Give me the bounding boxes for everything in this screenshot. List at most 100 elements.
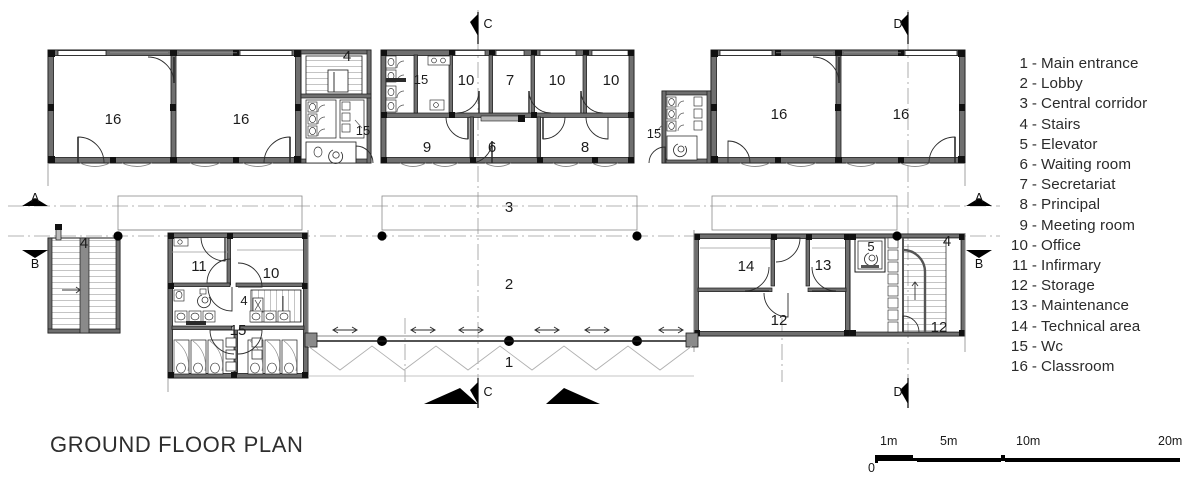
legend-dash-15: - xyxy=(1031,337,1038,355)
room-label-15-lower: 15 xyxy=(230,322,247,339)
legend-item-16: 16 - Classroom xyxy=(1008,357,1198,377)
section-label-d-bottom: D xyxy=(893,385,902,399)
room-label-13: 13 xyxy=(815,257,832,274)
legend-num-8: 8 xyxy=(1019,196,1028,214)
legend-item-1: 1 - Main entrance xyxy=(1008,54,1198,74)
upper-center-block xyxy=(380,49,635,167)
section-marker-b-right: B xyxy=(966,250,992,271)
legend-label-15: Wc xyxy=(1041,337,1064,355)
room-label-1: 1 xyxy=(505,354,513,371)
legend-dash-11: - xyxy=(1031,257,1038,275)
legend-num-5: 5 xyxy=(1019,135,1028,153)
legend-dash-10: - xyxy=(1031,236,1038,254)
legend-label-13: Maintenance xyxy=(1041,297,1130,315)
room-label-16d: 16 xyxy=(893,106,910,123)
legend-label-2: Lobby xyxy=(1041,75,1083,93)
room-label-15-center: 15 xyxy=(414,72,428,87)
lower-left-block xyxy=(167,232,309,392)
legend-dash-16: - xyxy=(1031,358,1038,376)
main-entrance xyxy=(304,326,699,377)
legend-item-2: 2 - Lobby xyxy=(1008,74,1198,94)
legend-label-8: Principal xyxy=(1041,196,1101,214)
upper-right-core xyxy=(648,90,712,164)
room-label-16b: 16 xyxy=(233,111,250,128)
legend-label-5: Elevator xyxy=(1041,135,1098,153)
room-label-4-left: 4 xyxy=(80,235,88,252)
legend-num-6: 6 xyxy=(1019,156,1028,174)
room-label-15-upper-left: 15 xyxy=(356,123,370,138)
legend-num-10: 10 xyxy=(1010,236,1028,254)
legend-label-14: Technical area xyxy=(1041,317,1141,335)
section-marker-a-left: A xyxy=(22,191,48,206)
upper-left-core xyxy=(300,49,374,164)
legend-label-10: Office xyxy=(1041,236,1081,254)
room-label-10-c2: 10 xyxy=(549,72,566,89)
entrance-canopy xyxy=(307,345,693,371)
sliding-door-arrows xyxy=(332,326,684,334)
lower-left-stairs xyxy=(47,224,121,334)
room-label-12-a: 12 xyxy=(771,312,788,329)
room-label-15-upper-right: 15 xyxy=(647,126,661,141)
legend-label-3: Central corridor xyxy=(1041,95,1148,113)
legend-dash-14: - xyxy=(1031,317,1038,335)
section-label-a-right: A xyxy=(975,191,984,205)
legend-item-10: 10 - Office xyxy=(1008,236,1198,256)
legend-num-2: 2 xyxy=(1019,75,1028,93)
section-marker-c-top: C xyxy=(470,12,493,44)
section-marker-c-bottom: C xyxy=(470,378,493,408)
legend-dash-13: - xyxy=(1031,297,1038,315)
structural-columns xyxy=(113,231,902,346)
room-label-16c: 16 xyxy=(771,106,788,123)
room-label-10-c1: 10 xyxy=(458,72,475,89)
room-label-8: 8 xyxy=(581,139,589,156)
section-marker-d-top: D xyxy=(893,12,909,44)
legend-num-14: 14 xyxy=(1010,317,1028,335)
legend-num-1: 1 xyxy=(1019,55,1028,72)
central-corridor xyxy=(117,195,898,231)
lobby-envelope xyxy=(307,230,695,337)
section-label-b-right: B xyxy=(975,257,983,271)
upper-right-wing xyxy=(710,49,966,186)
page-title: GROUND FLOOR PLAN xyxy=(50,432,304,457)
legend-item-9: 9 - Meeting room xyxy=(1008,216,1198,236)
legend-dash-1: - xyxy=(1031,55,1038,72)
legend-item-6: 6 - Waiting room xyxy=(1008,155,1198,175)
legend-num-16: 16 xyxy=(1010,358,1028,376)
lower-right-block xyxy=(693,233,851,352)
legend-item-8: 8 - Principal xyxy=(1008,195,1198,215)
legend-label-4: Stairs xyxy=(1041,115,1081,133)
legend-item-3: 3 - Central corridor xyxy=(1008,94,1198,114)
legend-label-16: Classroom xyxy=(1041,358,1115,376)
legend-label-9: Meeting room xyxy=(1041,216,1136,234)
legend-item-14: 14 - Technical area xyxy=(1008,317,1198,337)
section-label-b-left: B xyxy=(31,257,39,271)
legend-dash-12: - xyxy=(1031,277,1038,295)
room-label-9: 9 xyxy=(423,139,431,156)
room-label-3: 3 xyxy=(505,199,513,216)
legend-dash-9: - xyxy=(1031,216,1038,234)
legend-num-11: 11 xyxy=(1012,257,1028,275)
section-label-c-bottom: C xyxy=(483,385,492,399)
scale-bar xyxy=(875,455,1180,463)
room-label-14: 14 xyxy=(738,258,755,275)
room-label-7: 7 xyxy=(506,72,514,89)
legend-num-3: 3 xyxy=(1019,95,1028,113)
section-marker-b-left: B xyxy=(22,250,48,271)
legend-item-13: 13 - Maintenance xyxy=(1008,296,1198,316)
legend-num-15: 15 xyxy=(1010,337,1028,355)
scale-zero: 0 xyxy=(868,461,875,475)
scale-tick-5m: 5m xyxy=(940,434,958,448)
legend-item-11: 11 - Infirmary xyxy=(1008,256,1198,276)
legend-dash-8: - xyxy=(1031,196,1038,214)
legend-dash-5: - xyxy=(1031,135,1038,153)
room-label-4-upper: 4 xyxy=(343,48,351,65)
legend-dash-3: - xyxy=(1031,95,1038,113)
room-label-10-c3: 10 xyxy=(603,72,620,89)
upper-left-wing xyxy=(47,49,302,186)
legend-num-4: 4 xyxy=(1019,115,1028,133)
scale-tick-10m: 10m xyxy=(1016,434,1041,448)
room-label-12-b: 12 xyxy=(931,319,948,336)
scale-tick-1m: 1m xyxy=(880,434,898,448)
